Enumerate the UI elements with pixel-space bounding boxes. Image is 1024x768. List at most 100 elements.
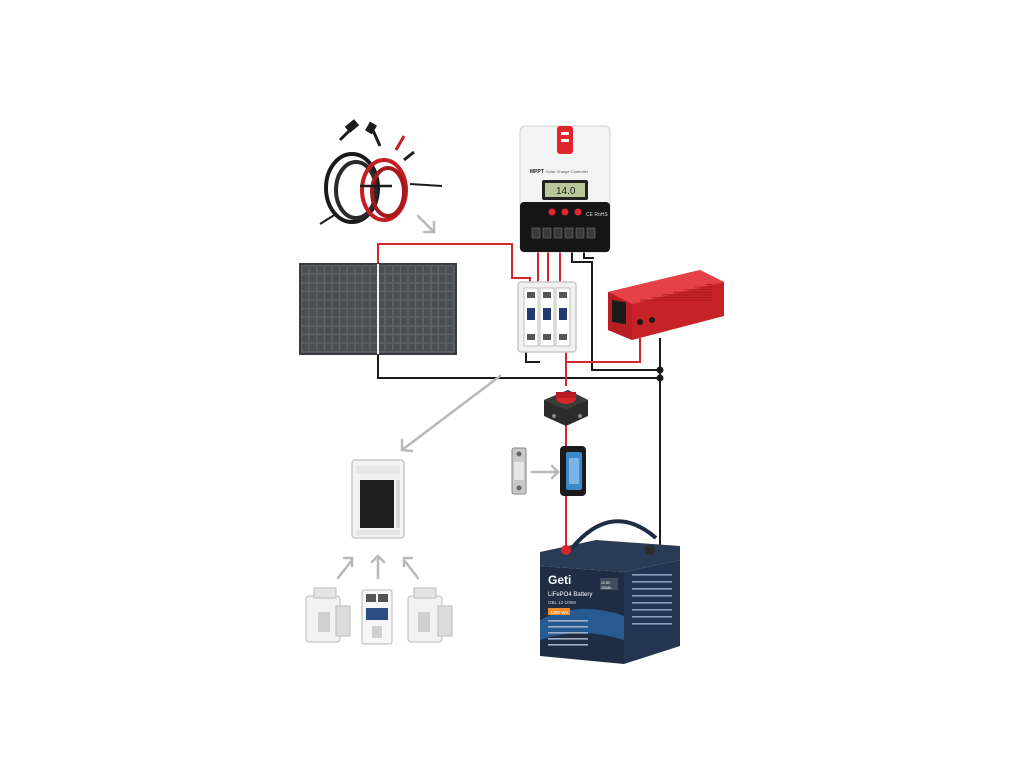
panel-cell	[446, 343, 454, 352]
panel-cell	[431, 291, 439, 300]
panel-cell	[377, 265, 386, 275]
panel-cell	[438, 283, 446, 292]
controller-terminal	[531, 227, 541, 239]
panel-cell	[415, 308, 424, 318]
panel-cell	[400, 343, 408, 352]
panel-cell	[408, 317, 416, 326]
panel-cell	[301, 308, 310, 318]
panel-cell	[385, 274, 393, 283]
solar-panel-icon	[299, 263, 457, 355]
dc-breaker-icon	[517, 281, 577, 353]
panel-cell	[355, 283, 363, 292]
battery-side-print	[632, 609, 672, 611]
controller-button-3	[574, 208, 582, 216]
panel-cell	[332, 343, 340, 352]
panel-cell	[385, 283, 393, 292]
panel-cell	[377, 308, 386, 318]
panel-cell	[301, 283, 310, 292]
controller-subtitle: Solar Charge Controller	[546, 169, 589, 174]
panel-cell	[355, 274, 363, 283]
battery-spec-line	[548, 632, 588, 634]
panel-cell	[301, 265, 310, 275]
panel-cell	[339, 308, 348, 318]
panel-cell	[377, 334, 386, 343]
panel-cell	[446, 326, 454, 335]
panel-cell	[431, 317, 439, 326]
panel-cell	[324, 317, 332, 326]
panel-cell	[423, 274, 431, 283]
panel-cell	[438, 274, 446, 283]
panel-cell	[317, 317, 325, 326]
panel-cell	[415, 283, 424, 292]
panel-cell	[317, 274, 325, 283]
breaker-out-black	[525, 350, 540, 363]
controller-button-2	[561, 208, 569, 216]
battery-side-print	[632, 574, 672, 576]
panel-cell	[339, 291, 348, 300]
panel-cell	[332, 291, 340, 300]
panel-cell	[332, 300, 340, 309]
panel-cell	[347, 343, 355, 352]
panel-cell	[385, 308, 393, 318]
enclosure-arrow	[400, 374, 502, 453]
din-arrow-center	[370, 554, 386, 580]
panel-cell	[347, 265, 355, 275]
battery-switch-icon	[544, 390, 588, 426]
panel-cell	[339, 274, 348, 283]
panel-cell	[339, 343, 348, 352]
panel-cell	[377, 274, 386, 283]
panel-cell	[347, 291, 355, 300]
din-arrow-left	[336, 556, 354, 580]
panel-cell	[362, 291, 370, 300]
circuit-breaker-icon	[361, 589, 393, 645]
panel-cell	[339, 326, 348, 335]
panel-cell	[408, 343, 416, 352]
panel-cell	[309, 265, 317, 275]
cable-bundle-icon	[319, 119, 443, 225]
panel-cell	[309, 308, 317, 318]
panel-cell	[446, 300, 454, 309]
panel-cell	[317, 343, 325, 352]
battery-negative-terminal	[645, 545, 655, 555]
panel-cell	[301, 300, 310, 309]
panel-cell	[393, 334, 401, 343]
panel-cell	[332, 265, 340, 275]
panel-cell	[431, 343, 439, 352]
panel-cell	[423, 334, 431, 343]
panel-cell	[347, 283, 355, 292]
din-arrow-right	[402, 556, 420, 580]
panel-cell	[438, 291, 446, 300]
panel-cell	[446, 274, 454, 283]
panel-cell	[431, 265, 439, 275]
panel-cell	[301, 274, 310, 283]
panel-cell	[355, 334, 363, 343]
panel-cell	[317, 265, 325, 275]
battery-side-print	[632, 595, 672, 597]
panel-cell	[332, 326, 340, 335]
panel-cell	[423, 343, 431, 352]
panel-cell	[385, 317, 393, 326]
panel-cell	[370, 343, 378, 352]
controller-terminal	[553, 227, 563, 239]
battery-spec-line	[548, 620, 588, 622]
panel-cell	[324, 283, 332, 292]
panel-cell	[370, 326, 378, 335]
panel-cell	[385, 334, 393, 343]
panel-cell	[377, 300, 386, 309]
panel-cell	[301, 343, 310, 352]
panel-cell	[393, 343, 401, 352]
panel-cell	[408, 326, 416, 335]
panel-cell	[385, 300, 393, 309]
panel-cell	[393, 274, 401, 283]
breaker-out-red	[565, 338, 641, 363]
panel-cell	[332, 308, 340, 318]
panel-cell	[446, 283, 454, 292]
panel-cell	[301, 291, 310, 300]
panel-cell	[332, 283, 340, 292]
panel-cell	[393, 308, 401, 318]
panel-cell	[355, 317, 363, 326]
panel-cell	[377, 343, 386, 352]
controller-terminal	[564, 227, 574, 239]
panel-cell	[355, 308, 363, 318]
panel-cell	[393, 291, 401, 300]
